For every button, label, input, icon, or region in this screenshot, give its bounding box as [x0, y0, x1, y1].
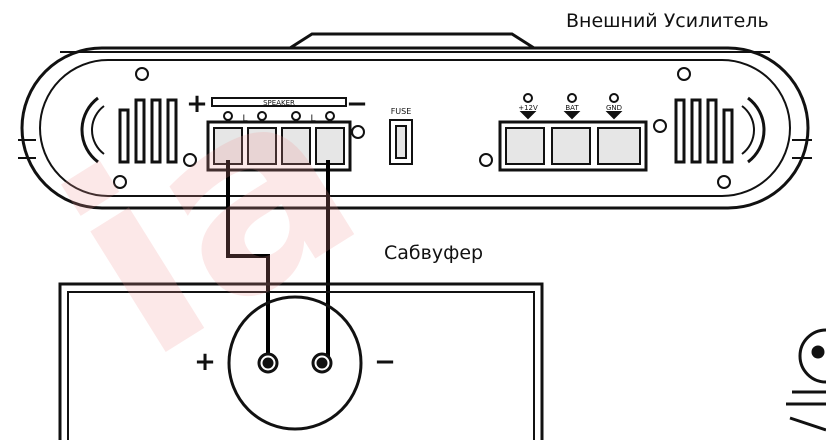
speaker-block-label: SPEAKER — [263, 99, 295, 107]
power-terminal-label: GND — [606, 104, 622, 112]
power-terminal — [551, 127, 591, 165]
right-vent-group — [674, 96, 766, 164]
power-led-icon — [523, 93, 533, 103]
power-terminal-label: +12V — [518, 104, 538, 112]
left-vent-slot — [118, 108, 130, 164]
screw-icon — [677, 67, 691, 81]
right-vent-slot — [690, 98, 702, 164]
screw-icon — [479, 153, 493, 167]
subwoofer-unit — [58, 282, 544, 440]
right-arc-icon — [747, 96, 766, 164]
subwoofer-terminal-core — [262, 357, 274, 369]
sub-minus-sign: − — [374, 347, 396, 377]
subwoofer-box — [58, 282, 544, 440]
left-arc-icon — [80, 96, 99, 164]
screw-icon — [653, 119, 667, 133]
speaker-terminal — [213, 127, 243, 165]
power-led-icon — [567, 93, 577, 103]
power-terminal-block — [498, 93, 648, 172]
subwoofer-terminal-core — [316, 357, 328, 369]
mascot-graphic — [786, 328, 826, 432]
right-vent-slot — [722, 108, 734, 164]
power-terminal-label: BAT — [565, 104, 579, 112]
amplifier-body — [20, 46, 810, 210]
amp-plus-sign: + — [186, 89, 208, 119]
terminal-screw-icon — [257, 111, 267, 121]
amplifier-unit — [18, 32, 812, 210]
left-vent-slot — [150, 98, 162, 164]
amplifier-inner-panel — [39, 59, 791, 197]
terminal-screw-icon — [223, 111, 233, 121]
screw-icon — [351, 125, 365, 139]
amplifier-side-fin-right — [792, 139, 812, 159]
subwoofer-speaker-cone — [227, 295, 363, 431]
mascot-head — [798, 328, 826, 384]
amplifier-top-bump — [289, 32, 535, 50]
speaker-wires — [226, 160, 330, 362]
channel-label: L — [242, 114, 247, 124]
screw-group — [113, 67, 731, 189]
screw-icon — [183, 153, 197, 167]
speaker-block-header — [211, 97, 347, 107]
left-arc-inner-icon — [91, 105, 105, 155]
terminal-screw-icon — [291, 111, 301, 121]
speaker-terminal — [281, 127, 311, 165]
power-led-icon — [609, 93, 619, 103]
fuse-label: FUSE — [391, 107, 412, 116]
speaker-terminal — [247, 127, 277, 165]
mascot-eye — [811, 345, 825, 359]
arrow-down-icon — [563, 111, 581, 120]
channel-label: L — [310, 114, 315, 124]
left-vent-slot — [134, 98, 146, 164]
subwoofer-title: Сабвуфер — [384, 242, 484, 264]
polarity-signs: + − + − — [186, 89, 396, 377]
amplifier-title: Внешний Усилитель — [566, 10, 769, 32]
speaker-terminal — [315, 127, 345, 165]
terminal-screw-icon — [325, 111, 335, 121]
power-terminal — [505, 127, 545, 165]
positive-wire — [226, 160, 270, 362]
amp-minus-sign: − — [346, 89, 368, 119]
arrow-down-icon — [519, 111, 537, 120]
arrow-down-icon — [605, 111, 623, 120]
screw-icon — [717, 175, 731, 189]
screw-icon — [113, 175, 127, 189]
left-vent-group — [80, 96, 178, 164]
right-arc-inner-icon — [741, 105, 755, 155]
speaker-terminal-block — [206, 97, 352, 172]
screw-icon — [135, 67, 149, 81]
fuse-element — [395, 125, 407, 159]
power-terminal — [597, 127, 641, 165]
subwoofer-box-inner — [67, 291, 535, 440]
left-vent-slot — [166, 98, 178, 164]
sub-plus-sign: + — [194, 347, 216, 377]
amplifier-side-fin-left — [18, 139, 36, 159]
right-vent-slot — [674, 98, 686, 164]
mascot-body — [786, 390, 826, 432]
right-vent-slot — [706, 98, 718, 164]
fuse-holder — [389, 119, 413, 165]
panel-text-group: SPEAKER L L FUSE +12V BAT GND — [242, 99, 622, 124]
